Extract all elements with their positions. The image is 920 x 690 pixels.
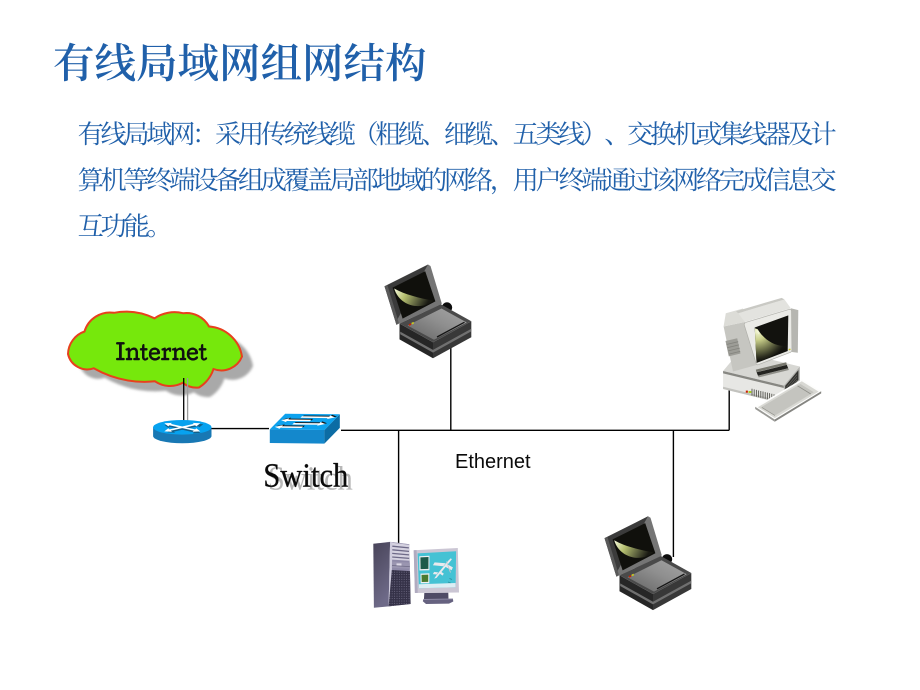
svg-text:Ethernet: Ethernet <box>455 451 531 473</box>
